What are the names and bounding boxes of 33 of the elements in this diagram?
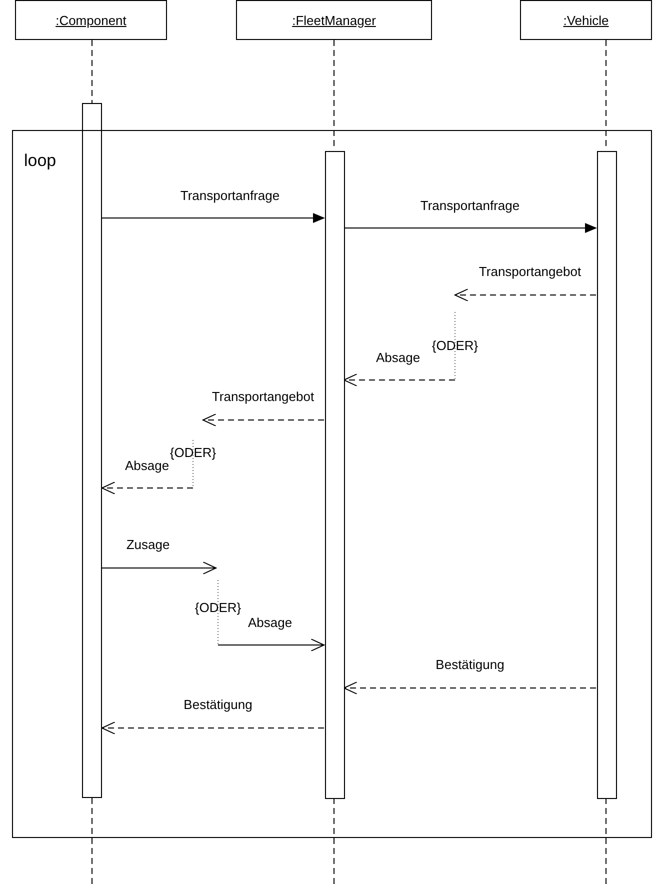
fragment-label: loop bbox=[24, 151, 56, 171]
message-arrow bbox=[102, 562, 216, 574]
lifeline-name: :Component bbox=[56, 12, 126, 28]
lifeline-head-box bbox=[236, 0, 432, 40]
reply-arrow bbox=[344, 682, 596, 694]
message-arrow bbox=[344, 223, 597, 233]
activation-bar bbox=[325, 151, 345, 799]
activation-bar bbox=[597, 151, 617, 799]
message-label: Absage bbox=[248, 615, 292, 630]
lifeline-name: :FleetManager bbox=[292, 12, 376, 28]
message-label: Transportangebot bbox=[212, 389, 314, 404]
message-label: Absage bbox=[376, 350, 420, 365]
reply-arrow bbox=[202, 414, 324, 426]
message-label: Zusage bbox=[126, 537, 170, 552]
reply-arrow bbox=[344, 374, 456, 386]
constraint-label: {ODER} bbox=[194, 600, 242, 615]
message-label: Transportangebot bbox=[478, 264, 582, 279]
message-label: Absage bbox=[124, 458, 170, 473]
loop-frame bbox=[12, 130, 652, 838]
message-arrow bbox=[102, 213, 325, 223]
constraint-label: {ODER} bbox=[432, 338, 478, 353]
reply-arrow bbox=[102, 482, 194, 494]
lifeline-head-box bbox=[520, 0, 652, 40]
reply-arrow bbox=[454, 288, 596, 302]
message-arrow bbox=[218, 638, 324, 652]
message-label: Transportanfrage bbox=[420, 198, 520, 213]
reply-arrow bbox=[102, 722, 324, 734]
message-label: Transportanfrage bbox=[180, 188, 280, 203]
constraint-label: {ODER} bbox=[170, 445, 216, 460]
lifeline-name: :Vehicle bbox=[563, 12, 609, 28]
lifeline-head-box bbox=[15, 0, 167, 40]
message-label: Bestätigung bbox=[184, 697, 252, 712]
message-label: Bestätigung bbox=[436, 657, 504, 672]
